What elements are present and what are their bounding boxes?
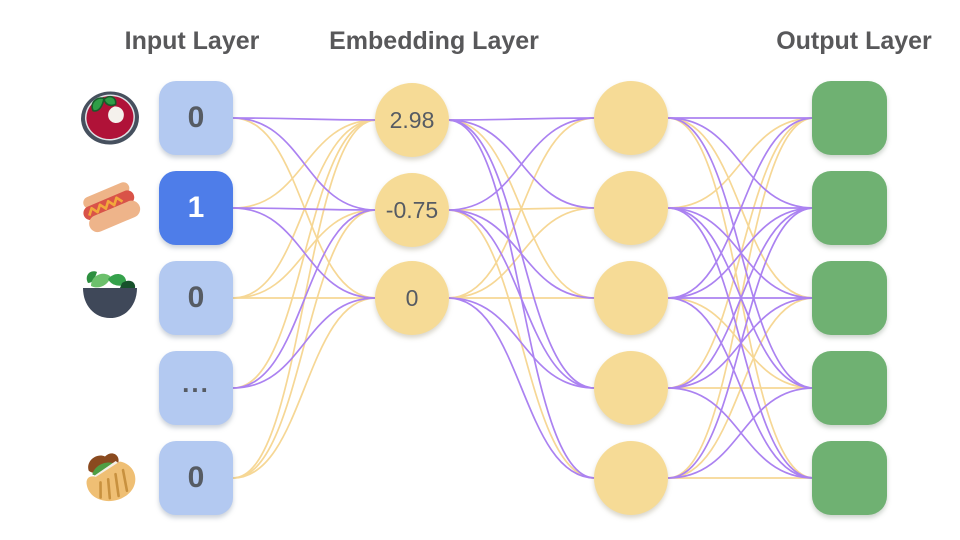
hidden-node-4 [594,351,668,425]
edge-hidden5-output2 [667,207,815,479]
output-layer-title: Output Layer [776,27,932,55]
embedding-layer-title: Embedding Layer [329,27,539,55]
hidden-node-2 [594,171,668,245]
input-node-3: 0 [159,261,233,335]
input-node-1: 0 [159,81,233,155]
input-layer-title: Input Layer [124,27,260,55]
edge-input1-embed1 [232,117,377,121]
edge-hidden4-output2 [667,207,815,389]
edge-input4-embed2 [232,209,377,389]
stuffed-flatbread-icon [78,446,142,510]
edge-embed2-hidden1 [447,117,596,211]
edge-input2-embed3 [232,207,377,299]
edge-input5-embed3 [232,297,377,479]
hidden-node-3 [594,261,668,335]
output-node-2 [812,171,887,245]
edge-input4-embed3 [232,297,377,389]
edge-embed3-hidden5 [447,297,596,479]
input-node-5: 0 [159,441,233,515]
hot-dog-icon [78,176,142,240]
edge-input2-embed2 [232,207,377,211]
edge-embed2-hidden3 [447,209,596,299]
edge-hidden3-output1 [667,117,815,299]
output-node-4 [812,351,887,425]
green-salad-icon [78,266,142,330]
edge-hidden1-output2 [667,117,815,209]
hidden-node-1 [594,81,668,155]
output-node-3 [812,261,887,335]
edge-embed1-hidden1 [447,117,596,121]
edge-hidden5-output4 [667,387,815,479]
output-node-5 [812,441,887,515]
edge-hidden3-output5 [667,297,815,479]
embedding-node-1: 2.98 [375,83,449,157]
embedding-node-2: -0.75 [375,173,449,247]
borscht-soup-icon [78,86,142,150]
output-node-1 [812,81,887,155]
embedding-node-3: 0 [375,261,449,335]
input-node-4: ... [159,351,233,425]
hidden-node-5 [594,441,668,515]
edge-embed2-hidden4 [447,209,596,389]
edge-hidden3-output2 [667,207,815,299]
edge-input1-embed2 [232,117,377,211]
edge-embed3-hidden4 [447,297,596,389]
input-node-2: 1 [159,171,233,245]
edge-embed3-hidden1 [447,117,596,299]
